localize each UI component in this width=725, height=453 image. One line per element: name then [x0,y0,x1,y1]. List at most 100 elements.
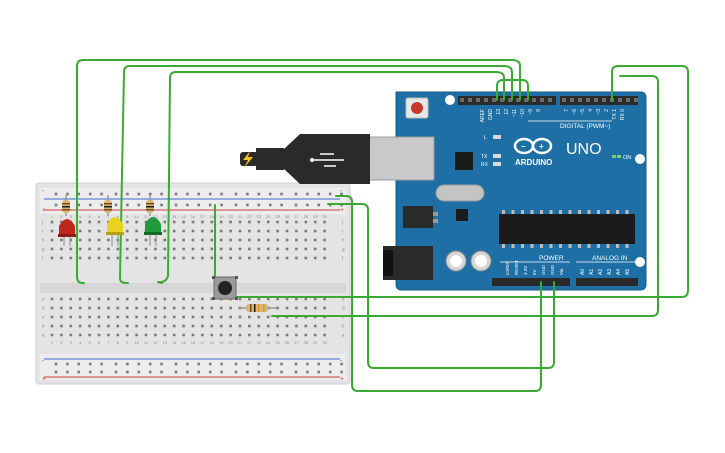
breadboard-hole[interactable] [69,247,73,251]
breadboard-hole[interactable] [144,297,148,301]
breadboard-hole[interactable] [197,203,201,207]
breadboard-hole[interactable] [50,333,54,337]
breadboard-hole[interactable] [248,256,251,260]
breadboard-hole[interactable] [266,220,270,224]
breadboard-hole[interactable] [340,362,343,366]
breadboard-hole[interactable] [268,362,272,366]
breadboard-hole[interactable] [280,370,283,374]
breadboard-hole[interactable] [182,333,185,337]
breadboard-hole[interactable] [276,229,279,233]
breadboard-hole[interactable] [88,306,91,310]
breadboard-hole[interactable] [210,256,214,260]
breadboard-hole[interactable] [266,333,270,337]
breadboard-hole[interactable] [268,192,272,196]
breadboard-hole[interactable] [100,370,103,374]
breadboard-hole[interactable] [97,247,101,251]
breadboard-hole[interactable] [295,324,298,328]
breadboard-hole[interactable] [266,238,270,242]
breadboard-hole[interactable] [234,203,238,207]
header-pin[interactable] [618,98,622,102]
breadboard-hole[interactable] [77,203,81,207]
header-pin[interactable] [540,98,544,102]
breadboard-hole[interactable] [304,238,308,242]
breadboard-hole[interactable] [116,324,120,328]
breadboard-hole[interactable] [135,220,138,224]
red-led[interactable] [58,219,76,246]
breadboard-hole[interactable] [234,362,238,366]
breadboard-hole[interactable] [135,324,138,328]
breadboard-hole[interactable] [172,220,176,224]
breadboard-hole[interactable] [114,362,118,366]
breadboard-hole[interactable] [97,229,101,233]
breadboard-hole[interactable] [144,256,148,260]
breadboard-hole[interactable] [135,256,138,260]
breadboard-hole[interactable] [69,333,73,337]
breadboard-hole[interactable] [294,370,298,374]
breadboard-hole[interactable] [144,333,148,337]
breadboard-hole[interactable] [154,256,157,260]
breadboard-hole[interactable] [219,333,223,337]
header-pin[interactable] [626,98,630,102]
breadboard-hole[interactable] [201,229,204,233]
breadboard-hole[interactable] [285,324,289,328]
breadboard-hole[interactable] [313,238,317,242]
breadboard-hole[interactable] [97,238,101,242]
breadboard-hole[interactable] [238,256,242,260]
header-pin[interactable] [516,98,520,102]
breadboard-hole[interactable] [186,362,189,366]
breadboard-hole[interactable] [186,192,189,196]
breadboard-hole[interactable] [126,362,129,366]
breadboard-hole[interactable] [295,297,298,301]
breadboard-hole[interactable] [78,297,82,301]
breadboard-hole[interactable] [163,306,167,310]
breadboard-hole[interactable] [238,238,242,242]
breadboard-hole[interactable] [97,315,101,319]
breadboard-hole[interactable] [210,247,214,251]
breadboard-hole[interactable] [174,203,178,207]
breadboard-hole[interactable] [317,192,321,196]
breadboard-hole[interactable] [125,256,129,260]
breadboard-hole[interactable] [78,306,82,310]
breadboard-hole[interactable] [78,238,82,242]
header-pin[interactable] [578,98,582,102]
breadboard-hole[interactable] [276,333,279,337]
breadboard-hole[interactable] [125,238,129,242]
breadboard-hole[interactable] [107,247,110,251]
usb-cable[interactable] [240,134,435,184]
breadboard-hole[interactable] [77,192,81,196]
breadboard-hole[interactable] [285,256,289,260]
breadboard-hole[interactable] [285,220,289,224]
breadboard-hole[interactable] [210,297,214,301]
breadboard-hole[interactable] [313,220,317,224]
breadboard-hole[interactable] [135,238,138,242]
breadboard-hole[interactable] [154,315,157,319]
wires[interactable] [76,59,689,392]
breadboard-hole[interactable] [238,229,242,233]
breadboard-hole[interactable] [257,229,261,233]
breadboard-hole[interactable] [182,297,185,301]
wire-red-led-to-pin13[interactable] [76,59,521,284]
header-pin[interactable] [548,98,552,102]
breadboard-hole[interactable] [328,362,332,366]
breadboard-hole[interactable] [323,229,326,233]
breadboard-hole[interactable] [77,362,81,366]
wire-gnd-to-top-rail[interactable] [496,79,529,101]
breadboard-hole[interactable] [246,192,249,196]
breadboard-hole[interactable] [276,297,279,301]
breadboard-hole[interactable] [114,370,118,374]
breadboard-hole[interactable] [88,362,92,366]
breadboard-hole[interactable] [125,324,129,328]
breadboard-hole[interactable] [137,370,141,374]
breadboard-hole[interactable] [107,333,110,337]
breadboard-hole[interactable] [54,192,58,196]
breadboard-hole[interactable] [191,315,195,319]
breadboard-hole[interactable] [306,362,309,366]
breadboard-hole[interactable] [54,203,58,207]
breadboard-hole[interactable] [248,247,251,251]
breadboard-hole[interactable] [186,370,189,374]
breadboard-hole[interactable] [88,333,91,337]
breadboard-hole[interactable] [182,220,185,224]
breadboard-hole[interactable] [201,297,204,301]
breadboard-hole[interactable] [88,324,91,328]
breadboard-hole[interactable] [280,362,283,366]
